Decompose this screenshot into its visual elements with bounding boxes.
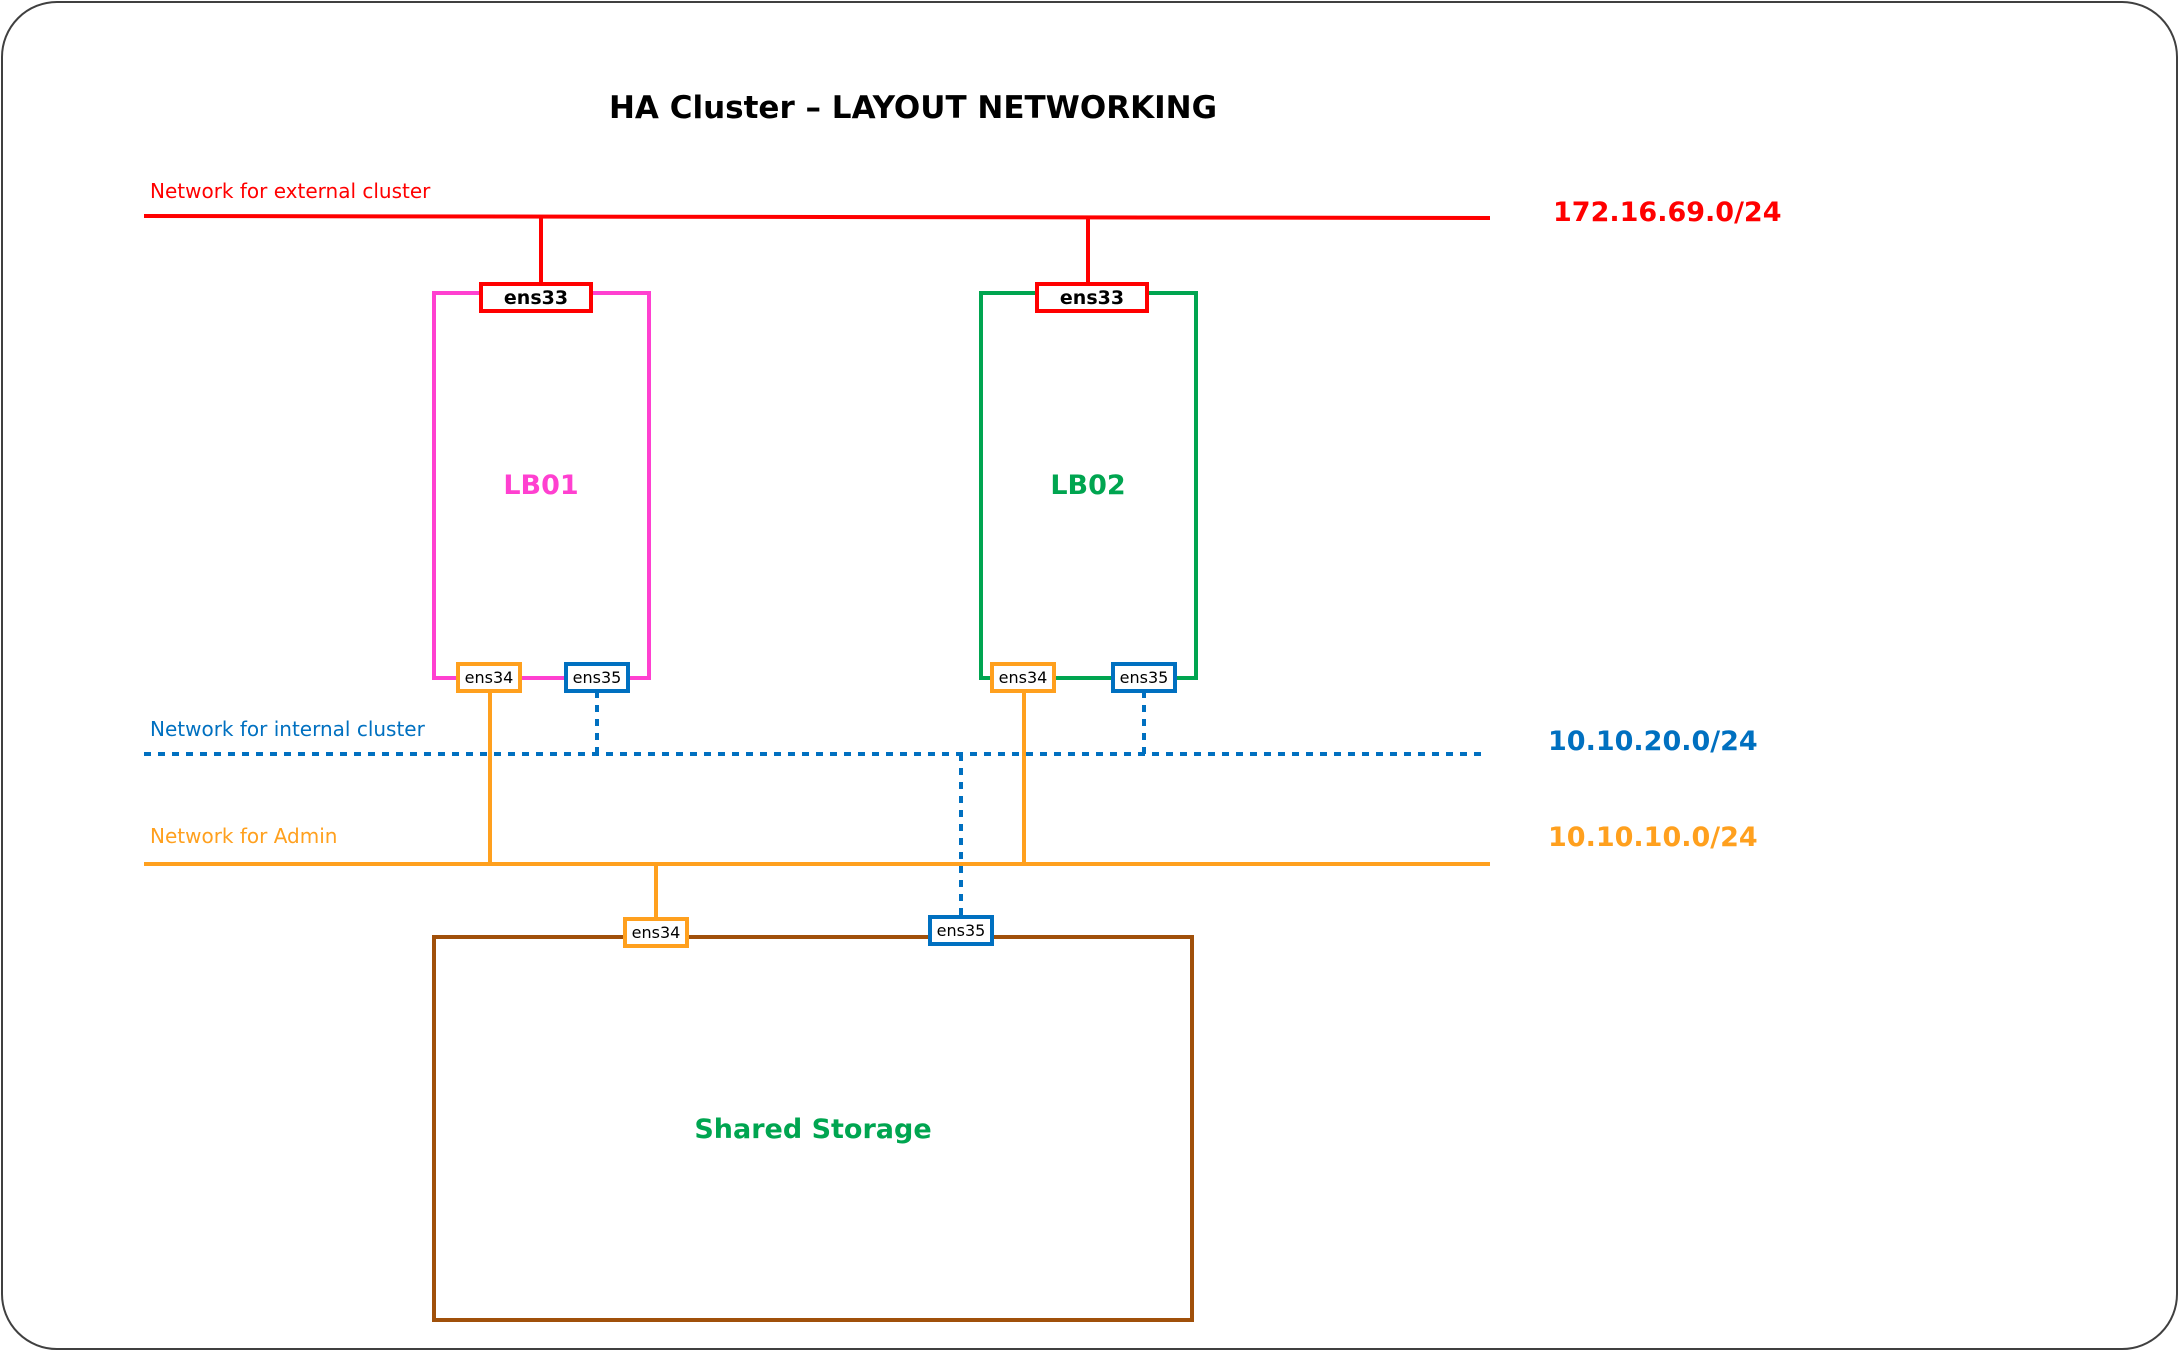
lb02-label: LB02	[1050, 470, 1125, 501]
external-network-label: Network for external cluster	[150, 179, 431, 203]
lb02-ens33-label: ens33	[1060, 287, 1124, 309]
external-network-line	[143, 214, 1491, 220]
storage-ens34-port	[623, 917, 689, 948]
storage-box	[432, 935, 1194, 1322]
internal-subnet-label: 10.10.20.0/24	[1548, 726, 1758, 757]
lb02-ens33-port	[1035, 282, 1149, 313]
external-subnet-label: 172.16.69.0/24	[1553, 197, 1782, 228]
admin-network-label: Network for Admin	[150, 824, 337, 848]
lb01-label: LB01	[503, 470, 578, 501]
storage-ens34-label: ens34	[632, 923, 681, 942]
lb02-ens35-port	[1111, 662, 1177, 693]
lb02-ens34-label: ens34	[999, 668, 1048, 687]
admin-subnet-label: 10.10.10.0/24	[1548, 822, 1758, 853]
storage-ens35-label: ens35	[937, 921, 986, 940]
lb01-ens34-label: ens34	[465, 668, 514, 687]
storage-ens35-port	[928, 915, 994, 946]
lb01-ens35-port	[564, 662, 630, 693]
lb01-ens35-label: ens35	[573, 668, 622, 687]
internal-network-label: Network for internal cluster	[150, 717, 426, 741]
lb01-ens33-label: ens33	[504, 287, 568, 309]
lb01-ens33-port	[479, 282, 593, 313]
diagram-title: HA Cluster – LAYOUT NETWORKING	[609, 90, 1217, 126]
storage-label: Shared Storage	[694, 1114, 931, 1145]
lb02-ens35-label: ens35	[1120, 668, 1169, 687]
